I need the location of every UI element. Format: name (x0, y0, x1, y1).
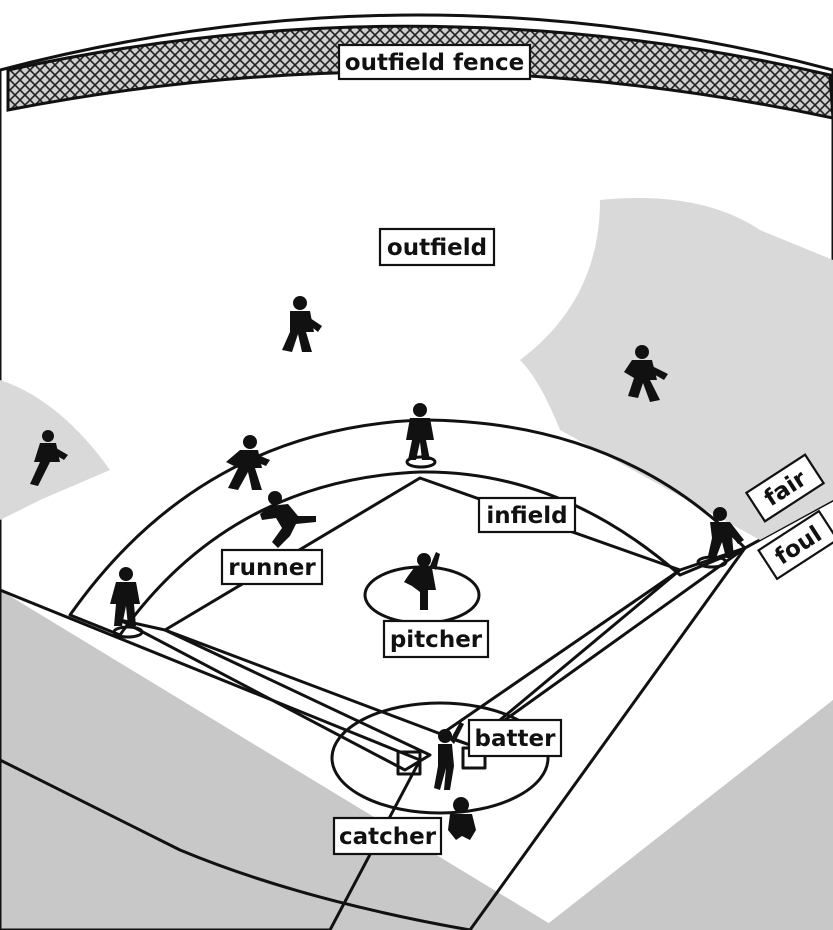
svg-text:pitcher: pitcher (390, 627, 483, 653)
player-runner (260, 491, 316, 548)
outfield-fence (6, 24, 833, 120)
player-second-baseman (406, 403, 434, 460)
player-catcher (448, 797, 476, 840)
svg-text:batter: batter (475, 726, 557, 752)
label-runner: runner (220, 548, 324, 586)
player-center-fielder (282, 296, 322, 352)
label-catcher: catcher (332, 816, 443, 856)
svg-text:infield: infield (486, 503, 567, 529)
foul-area-right (540, 700, 833, 930)
baseline-third-to-home (118, 618, 432, 772)
outfield-grass (0, 13, 833, 930)
player-shortstop (226, 435, 270, 490)
player-pitcher (404, 552, 440, 610)
player-batter (434, 722, 464, 790)
svg-text:catcher: catcher (339, 824, 437, 850)
label-pitcher: pitcher (382, 619, 490, 659)
batters-box-left (396, 750, 422, 776)
home-plate-circle (330, 701, 550, 815)
player-third-baseman (110, 567, 140, 626)
outfield-light-patch-right (520, 198, 833, 540)
base-second (405, 455, 437, 469)
base-third (112, 625, 144, 639)
svg-text:outfield fence: outfield fence (345, 50, 524, 76)
label-batter: batter (467, 718, 563, 758)
label-infield: infield (477, 496, 577, 534)
svg-text:runner: runner (228, 555, 316, 581)
player-first-baseman (708, 507, 744, 558)
foul-territory (0, 590, 833, 930)
player-left-fielder (30, 430, 68, 486)
player-right-fielder (624, 345, 668, 402)
label-outfield: outfield (378, 227, 496, 267)
label-outfield-fence: outfield fence (337, 43, 532, 81)
label-foul: foul (757, 509, 833, 581)
svg-text:outfield: outfield (387, 235, 487, 261)
